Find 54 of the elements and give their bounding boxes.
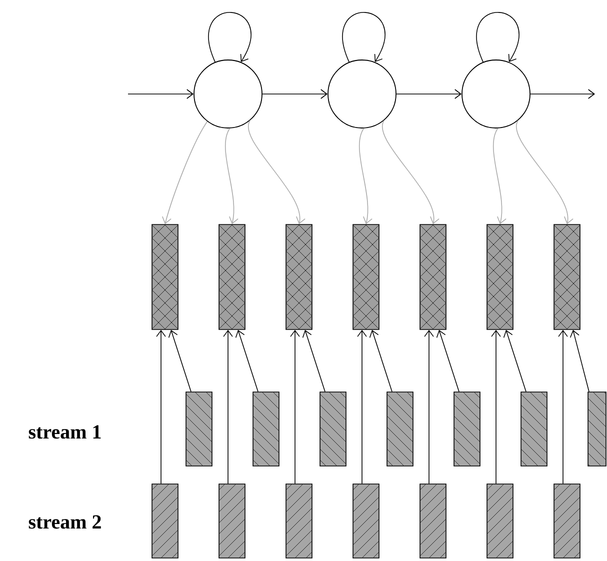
arrow xyxy=(436,330,460,392)
state-circle xyxy=(328,60,396,128)
stream-box xyxy=(152,484,178,558)
arrow xyxy=(156,330,166,484)
observation-box xyxy=(554,224,580,330)
observation-box xyxy=(286,224,312,330)
observation-box xyxy=(486,224,514,330)
emission-arrow xyxy=(358,128,372,224)
stream-box xyxy=(352,484,380,558)
self-loop-arrow xyxy=(208,12,252,62)
row-label: stream 2 xyxy=(28,515,101,529)
arrow xyxy=(530,89,595,99)
arrow xyxy=(128,89,194,99)
observation-box xyxy=(218,224,246,330)
emission-arrow xyxy=(492,128,506,224)
stream-box xyxy=(218,484,246,558)
row-label: stream 1 xyxy=(28,425,101,439)
stream-box xyxy=(554,484,580,558)
stream-box xyxy=(454,392,480,466)
arrow xyxy=(558,330,568,484)
state-circle xyxy=(462,60,530,128)
stream-box xyxy=(588,392,606,466)
stream-box xyxy=(420,484,446,558)
stream-box xyxy=(386,392,414,466)
stream-box xyxy=(486,484,514,558)
arrow xyxy=(396,89,462,99)
arrow xyxy=(491,330,501,484)
arrow xyxy=(168,330,192,392)
observation-box xyxy=(152,224,178,330)
arrow xyxy=(235,330,258,392)
self-loop-arrow xyxy=(476,12,520,62)
emission-arrow xyxy=(224,128,238,224)
arrow xyxy=(223,330,233,484)
stream-box xyxy=(186,392,212,466)
arrow xyxy=(290,330,300,484)
state-circle xyxy=(194,60,262,128)
emission-arrow xyxy=(162,121,208,224)
observation-box xyxy=(420,224,446,330)
emission-arrow xyxy=(248,120,306,224)
arrow xyxy=(262,89,328,99)
arrow xyxy=(424,330,434,484)
stream-box xyxy=(320,392,346,466)
observation-box xyxy=(352,224,380,330)
arrow xyxy=(369,330,392,392)
stream-box xyxy=(286,484,312,558)
self-loop-arrow xyxy=(342,12,386,62)
stream-box xyxy=(252,392,280,466)
arrow xyxy=(570,330,590,392)
emission-arrow xyxy=(516,120,574,224)
emission-arrow xyxy=(382,120,440,224)
arrow xyxy=(503,330,526,392)
stream-box xyxy=(520,392,548,466)
arrow xyxy=(357,330,367,484)
arrow xyxy=(302,330,326,392)
